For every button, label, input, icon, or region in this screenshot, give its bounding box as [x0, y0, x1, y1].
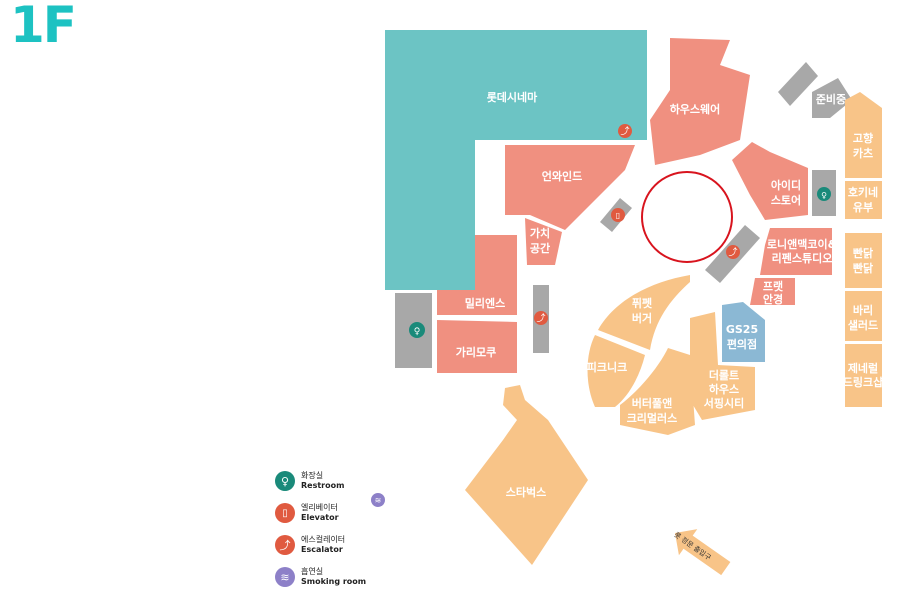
svg-text:♀: ♀	[414, 327, 421, 337]
store-the-roll[interactable]	[690, 312, 755, 420]
label-frame-1: 프랫	[763, 279, 783, 293]
legend-item-restroom: ♀ 화장실 Restroom	[275, 465, 366, 497]
highlight-circle	[641, 171, 733, 263]
label-starbucks: 스타벅스	[506, 485, 546, 499]
label-ppan-dak-2: 빤닭	[853, 261, 873, 275]
store-garimoku[interactable]	[437, 320, 517, 373]
store-eye-d[interactable]	[732, 142, 808, 220]
legend-label-en: Escalator	[301, 545, 343, 554]
svg-text:≋: ≋	[375, 496, 382, 505]
svg-text:⤴: ⤴	[620, 125, 629, 137]
legend-label-ko: 화장실	[301, 471, 324, 480]
restroom-icon	[817, 187, 831, 201]
store-ppan-dak[interactable]	[845, 233, 882, 288]
label-millions: 밀리엔스	[465, 296, 505, 310]
store-puffet-burger[interactable]	[598, 275, 690, 350]
store-one-wind[interactable]	[505, 145, 635, 230]
label-hokine-2: 유부	[853, 201, 873, 214]
store-hokine-yubu[interactable]	[845, 181, 882, 219]
label-puffet-2: 버거	[632, 311, 652, 325]
label-butterfulan-2: 크리멀러스	[627, 411, 678, 425]
restroom-icon	[409, 322, 425, 338]
legend-item-escalator: ⤴ 에스컬레이터 Escalator	[275, 529, 366, 561]
label-preparing: 준비중	[816, 92, 846, 106]
label-gohyang-2: 카츠	[853, 146, 873, 160]
smoking-icon	[371, 493, 385, 507]
store-general-drink[interactable]	[845, 344, 882, 407]
label-butterfulan-1: 버터풀앤	[632, 396, 672, 410]
legend-label-en: Restroom	[301, 481, 345, 490]
svg-text:♀: ♀	[821, 191, 827, 200]
label-the-roll-3: 서핑시티	[704, 396, 744, 410]
label-bari-1: 바리	[853, 303, 873, 317]
elevator-icon	[611, 208, 625, 222]
label-ppan-dak-1: 빤닭	[853, 246, 873, 260]
store-frame-glasses[interactable]	[750, 278, 795, 305]
store-bari-salad[interactable]	[845, 291, 882, 341]
label-bari-2: 샐러드	[848, 318, 878, 332]
escalator-icon: ⤴	[275, 535, 295, 555]
label-eye-d-1: 아이디	[771, 178, 801, 192]
svg-text:▯: ▯	[616, 211, 620, 220]
label-hokine-1: 호키네	[848, 185, 878, 199]
store-lotte-cinema[interactable]	[385, 30, 647, 290]
label-lotte-cinema: 롯데시네마	[487, 90, 538, 104]
store-house-ware[interactable]	[650, 38, 750, 165]
store-butterfulan[interactable]	[620, 348, 695, 435]
label-value-space-1: 가치	[530, 226, 550, 240]
label-general-1: 제네럴	[848, 361, 878, 375]
label-general-2: 드링크샵	[843, 376, 883, 389]
label-frame-2: 안경	[763, 292, 783, 306]
legend-label-en: Smoking room	[301, 577, 367, 586]
elevator-icon: ▯	[275, 503, 295, 523]
label-puffet-1: 퓌펫	[632, 296, 652, 310]
legend-label-ko: 흡연실	[301, 567, 324, 576]
map-legend: ♀ 화장실 Restroom ▯ 엘리베이터 Elevator ⤴ 에스컬레이터…	[275, 465, 366, 593]
restroom-icon: ♀	[275, 471, 295, 491]
store-gs25[interactable]	[722, 302, 765, 362]
label-loni-1: 로니앤맥코이&	[767, 237, 838, 251]
label-loni-2: 리펜스튜디오	[772, 251, 833, 265]
svg-text:⤴: ⤴	[728, 246, 737, 258]
label-house-ware: 하우스웨어	[670, 102, 721, 116]
escalator-icon	[618, 124, 632, 138]
store-preparing	[778, 62, 818, 106]
store-gohyang-katsu[interactable]	[845, 92, 882, 178]
label-gohyang-1: 고향	[853, 131, 873, 145]
label-value-space-2: 공간	[530, 241, 550, 255]
store-preparing-2[interactable]	[812, 78, 852, 118]
label-picnic: 피크니크	[587, 360, 627, 374]
svg-text:⤴: ⤴	[536, 312, 545, 324]
label-the-roll-2: 하우스	[709, 382, 739, 396]
smoking-icon: ≋	[275, 567, 295, 587]
label-eye-d-2: 스토어	[771, 193, 801, 207]
store-loni[interactable]	[760, 228, 832, 275]
legend-label-ko: 에스컬레이터	[301, 535, 346, 544]
label-one-wind: 언와인드	[542, 169, 582, 183]
entrance-arrow: 롯 정문 출입구	[673, 529, 731, 576]
store-millions[interactable]	[437, 235, 517, 315]
label-gs25-2: 편의점	[727, 337, 757, 351]
store-value-space[interactable]	[525, 218, 562, 265]
escalator-icon	[726, 245, 740, 259]
label-gs25-1: GS25	[726, 323, 758, 336]
store-picnic[interactable]	[587, 335, 646, 407]
legend-item-smoking: ≋ 흡연실 Smoking room	[275, 561, 366, 593]
floor-label: 1F	[10, 0, 77, 54]
store-starbucks[interactable]	[465, 385, 588, 565]
legend-label-ko: 엘리베이터	[301, 503, 338, 512]
legend-label-en: Elevator	[301, 513, 339, 522]
legend-item-elevator: ▯ 엘리베이터 Elevator	[275, 497, 366, 529]
label-garimoku: 가리모쿠	[456, 345, 496, 359]
escalator-icon	[534, 311, 548, 325]
label-the-roll-1: 더롤트	[709, 368, 739, 382]
